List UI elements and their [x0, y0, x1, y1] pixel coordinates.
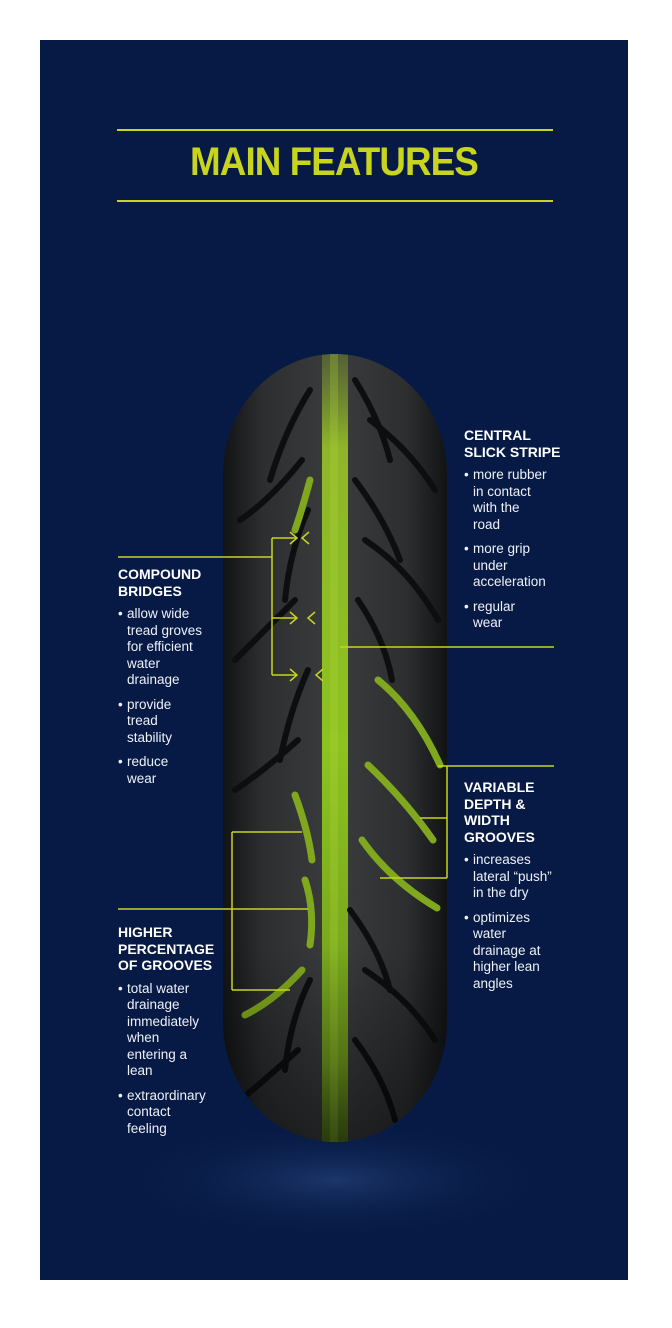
title-bottom-rule	[117, 200, 553, 202]
feature-bullet: reduce wear	[118, 754, 238, 787]
feature-bullet: extraordinary contact feeling	[118, 1088, 238, 1138]
variable-depth-callout	[380, 765, 554, 879]
floor-glow	[115, 1120, 555, 1240]
feature-higher-percentage-grooves: HIGHER PERCENTAGE OF GROOVES total water…	[118, 924, 238, 1145]
feature-bullet: more rubber in contact with the road	[464, 467, 614, 533]
feature-compound-bridges: COMPOUND BRIDGES allow wide tread groves…	[118, 566, 238, 795]
infographic-panel: MAIN FEATURES	[40, 40, 628, 1280]
feature-title: CENTRAL SLICK STRIPE	[464, 427, 561, 460]
tread-pattern	[223, 354, 447, 1142]
feature-bullet: allow wide tread groves for efficient wa…	[118, 606, 238, 689]
page-title: MAIN FEATURES	[190, 140, 479, 184]
feature-central-slick-stripe: CENTRAL SLICK STRIPE more rubber in cont…	[464, 427, 614, 640]
feature-title: COMPOUND BRIDGES	[118, 566, 202, 599]
feature-title: VARIABLE DEPTH & WIDTH GROOVES	[464, 779, 535, 845]
higher-percentage-callout	[118, 831, 308, 991]
feature-bullet: provide tread stability	[118, 697, 238, 747]
feature-bullet: total water drainage immediately when en…	[118, 981, 238, 1080]
tire-illustration	[115, 354, 555, 1240]
feature-bullet: regular wear	[464, 599, 614, 632]
title-top-rule	[117, 129, 553, 131]
feature-bullet: increases lateral “push” in the dry	[464, 852, 614, 902]
compound-bridges-callout	[118, 531, 324, 682]
feature-variable-depth-grooves: VARIABLE DEPTH & WIDTH GROOVES increases…	[464, 779, 614, 1000]
feature-bullet: optimizes water drainage at higher lean …	[464, 910, 614, 993]
feature-bullet: more grip under acceleration	[464, 541, 614, 591]
feature-title: HIGHER PERCENTAGE OF GROOVES	[118, 924, 215, 973]
